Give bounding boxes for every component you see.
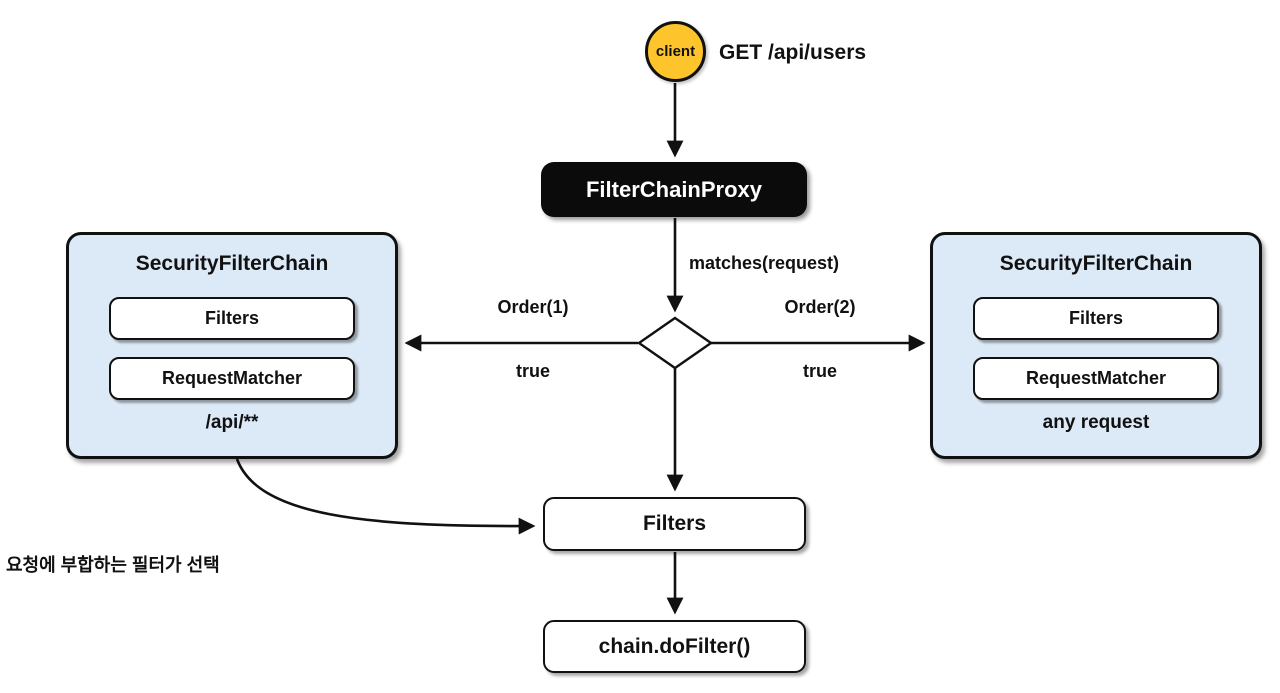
left-request-matcher-label: RequestMatcher [161,368,303,388]
chain-dofilter-label: chain.doFilter() [598,634,751,658]
true-right-label: true [802,361,837,381]
right-filters-node: Filters [973,297,1219,340]
true-left-label: true [515,361,550,381]
left-filters-label: Filters [204,308,260,328]
edge-left-chain-to-filters [235,458,536,535]
client-node-label: client [655,43,696,60]
security-filter-chain-left: SecurityFilterChain Filters RequestMatch… [66,232,398,459]
matches-request-label: matches(request) [689,253,840,273]
left-filters-node: Filters [109,297,355,340]
right-chain-pattern: any request [1042,412,1150,433]
right-filters-label: Filters [1068,308,1124,328]
request-label: GET /api/users [719,41,867,64]
chain-dofilter-node: chain.doFilter() [543,620,806,673]
order1-label: Order(1) [497,297,569,317]
decision-diamond [636,316,714,370]
security-filter-chain-right: SecurityFilterChain Filters RequestMatch… [930,232,1262,459]
client-node: client [645,21,706,82]
order2-label: Order(2) [784,297,856,317]
filter-chain-proxy-node: FilterChainProxy [541,162,807,217]
right-request-matcher-node: RequestMatcher [973,357,1219,400]
security-filter-chain-left-title: SecurityFilterChain [135,252,329,275]
right-request-matcher-label: RequestMatcher [1025,368,1167,388]
left-chain-pattern: /api/** [205,412,259,433]
left-request-matcher-node: RequestMatcher [109,357,355,400]
security-filter-chain-right-title: SecurityFilterChain [999,252,1193,275]
filter-chain-proxy-label: FilterChainProxy [585,176,763,202]
selected-filters-node: Filters [543,497,806,551]
selection-caption: 요청에 부합하는 필터가 선택 [6,555,220,575]
selected-filters-label: Filters [642,512,707,535]
